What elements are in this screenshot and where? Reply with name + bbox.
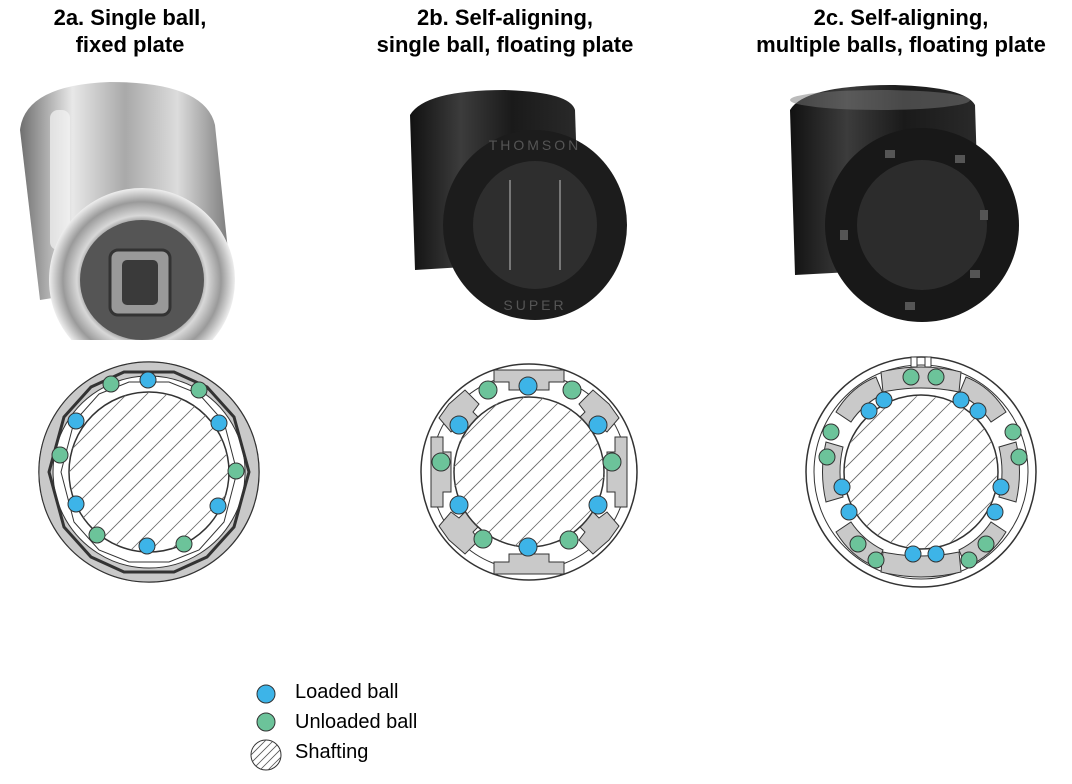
- loaded-ball: [860, 402, 878, 420]
- loaded-ball: [986, 503, 1004, 521]
- black-multi-ball-bearing-photo: [790, 85, 1019, 322]
- unloaded-ball: [902, 368, 920, 386]
- retainer-slot: [122, 260, 158, 305]
- loaded-ball: [992, 478, 1010, 496]
- unloaded-ball: [602, 452, 622, 472]
- unloaded-ball: [849, 535, 867, 553]
- legend-unloaded-label: Unloaded ball: [295, 711, 418, 733]
- unloaded-ball: [478, 380, 498, 400]
- title-self-aligning-multiple-balls: 2c. Self-aligning, multiple balls, float…: [730, 4, 1072, 58]
- loaded-ball: [927, 545, 945, 563]
- unloaded-ball: [559, 530, 579, 550]
- unloaded-ball: [431, 452, 451, 472]
- ball-set: [818, 368, 1028, 569]
- steel-bearing-photo: [20, 82, 235, 340]
- ball-tracks: [509, 180, 561, 270]
- unloaded-ball: [88, 526, 106, 544]
- loaded-ball: [875, 391, 893, 409]
- legend-shafting-label: Shafting: [295, 741, 369, 763]
- bearing-bore: [473, 161, 597, 289]
- loaded-ball: [518, 537, 538, 557]
- loaded-ball: [969, 402, 987, 420]
- unloaded-ball-icon: [256, 712, 276, 732]
- loaded-ball: [210, 414, 228, 432]
- ball-set: [51, 371, 245, 555]
- loaded-ball: [518, 376, 538, 396]
- unloaded-ball: [227, 462, 245, 480]
- unloaded-ball: [1004, 423, 1022, 441]
- loaded-ball: [588, 415, 608, 435]
- legend: Loaded ball Unloaded ball Shafting: [244, 676, 484, 776]
- loaded-ball: [833, 478, 851, 496]
- title-c-line1: 2c. Self-aligning,: [813, 5, 989, 30]
- title-b-line1: 2b. Self-aligning,: [416, 5, 593, 30]
- bearing-bore: [857, 160, 987, 290]
- title-a-line2: fixed plate: [75, 32, 185, 57]
- shafting-icon: [250, 739, 282, 771]
- legend-loaded-label: Loaded ball: [295, 681, 399, 703]
- face-notches: [840, 150, 988, 310]
- loaded-ball: [952, 391, 970, 409]
- loaded-ball: [449, 495, 469, 515]
- title-self-aligning-single-ball: 2b. Self-aligning, single ball, floating…: [345, 4, 665, 58]
- unloaded-ball: [175, 535, 193, 553]
- cross-section-self-aligning-single-ball: [420, 363, 638, 581]
- unloaded-ball: [190, 381, 208, 399]
- loaded-ball: [67, 495, 85, 513]
- title-b-line2: single ball, floating plate: [376, 32, 634, 57]
- unloaded-ball: [867, 551, 885, 569]
- legend-loaded: Loaded ball: [244, 678, 484, 708]
- bearing-rim: [790, 90, 970, 110]
- unloaded-ball: [977, 535, 995, 553]
- loaded-ball: [138, 537, 156, 555]
- brand-text: THOMSON: [489, 137, 582, 153]
- loaded-ball: [139, 371, 157, 389]
- model-text: SUPER: [503, 297, 566, 313]
- black-bearing-photo: THOMSON SUPER: [410, 90, 627, 320]
- loaded-ball: [904, 545, 922, 563]
- title-a-line1: 2a. Single ball,: [53, 5, 207, 30]
- highlight: [50, 110, 70, 250]
- loaded-ball: [67, 412, 85, 430]
- loaded-ball: [449, 415, 469, 435]
- title-c-line2: multiple balls, floating plate: [756, 32, 1046, 57]
- ball-set: [431, 376, 622, 557]
- cross-section-single-ball-fixed: [38, 361, 260, 583]
- unloaded-ball: [927, 368, 945, 386]
- loaded-ball-icon: [256, 684, 276, 704]
- unloaded-ball: [822, 423, 840, 441]
- unloaded-ball: [562, 380, 582, 400]
- legend-unloaded: Unloaded ball: [244, 708, 484, 738]
- unloaded-ball: [1010, 448, 1028, 466]
- unloaded-ball: [960, 551, 978, 569]
- legend-shafting: Shafting: [244, 738, 484, 771]
- unloaded-ball: [102, 375, 120, 393]
- unloaded-ball: [818, 448, 836, 466]
- loaded-ball: [840, 503, 858, 521]
- unloaded-ball: [51, 446, 69, 464]
- loaded-ball: [209, 497, 227, 515]
- unloaded-ball: [473, 529, 493, 549]
- title-single-ball-fixed-plate: 2a. Single ball, fixed plate: [0, 4, 260, 58]
- loaded-ball: [588, 495, 608, 515]
- cross-section-self-aligning-multiple-balls: [805, 356, 1037, 588]
